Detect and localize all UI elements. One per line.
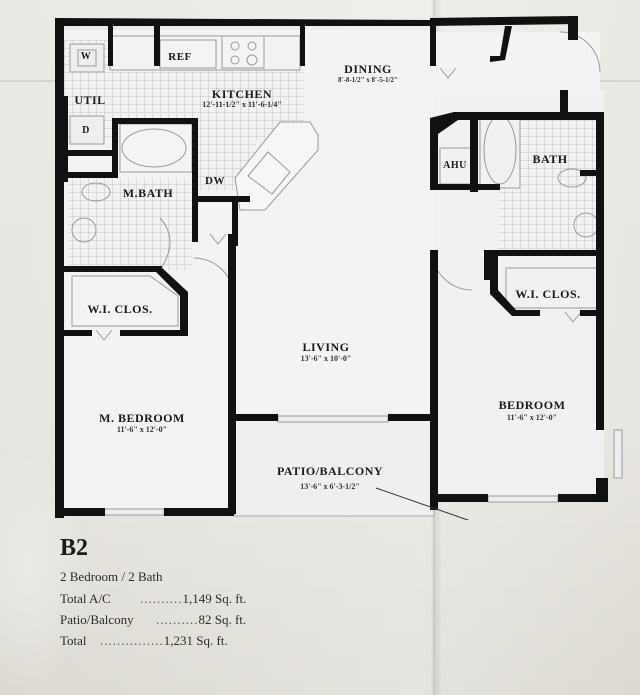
room-dim-patio: 13'-6" x 6'-3-1/2": [300, 482, 360, 491]
room-dim-dining: 8'-8-1/2" x 8'-5-1/2": [338, 76, 398, 84]
area-value: 1,149 Sq. ft.: [182, 591, 247, 606]
room-label-dining: DINING: [344, 62, 392, 76]
room-label-master-bath: M.BATH: [122, 186, 174, 200]
fixtures: [69, 31, 623, 516]
area-label: Total: [60, 633, 87, 648]
room-label-kitchen: KITCHEN: [211, 87, 273, 101]
floor-areas: [62, 30, 604, 517]
area-row-patio: Patio/Balcony .......... 82 Sq. ft.: [60, 609, 246, 630]
room-label-wic-master: W.I. CLOS.: [87, 302, 153, 316]
room-dim-living: 13'-6" x 10'-0": [300, 354, 352, 363]
room-dim-master-bedroom: 11'-6" x 12'-0": [116, 425, 168, 434]
room-label-ref: REF: [168, 51, 192, 63]
room-label-w: W: [80, 51, 92, 62]
walls: [55, 16, 608, 518]
floor-plan: [55, 16, 623, 520]
room-label-util: UTIL: [74, 93, 106, 107]
area-row-ac: Total A/C .......... 1,149 Sq. ft.: [60, 588, 246, 609]
room-label-patio: PATIO/BALCONY: [276, 464, 384, 478]
area-leader: ..........: [140, 591, 183, 606]
area-leader: ..........: [156, 612, 199, 627]
room-label-d: D: [82, 125, 90, 136]
unit-type: 2 Bedroom / 2 Bath: [60, 569, 163, 584]
area-label: Patio/Balcony: [60, 612, 134, 627]
area-leader: ...............: [100, 633, 164, 648]
room-label-bedroom: BEDROOM: [498, 398, 566, 412]
area-value: 1,231 Sq. ft.: [163, 633, 228, 648]
room-label-ahu: AHU: [443, 160, 467, 171]
unit-info: B2 2 Bedroom / 2 Bath Total A/C ........…: [60, 535, 246, 651]
room-label-living: LIVING: [302, 340, 350, 354]
area-label: Total A/C: [60, 591, 111, 606]
room-label-master-bedroom: M. BEDROOM: [99, 411, 185, 425]
room-dim-kitchen: 12'-11-1/2" x 11'-6-1/4": [202, 100, 282, 109]
area-row-total: Total ............... 1,231 Sq. ft.: [60, 630, 246, 651]
unit-name: B2: [60, 535, 89, 561]
room-label-bath: BATH: [532, 152, 568, 166]
area-value: 82 Sq. ft.: [198, 612, 247, 627]
room-label-dw: DW: [205, 175, 225, 187]
callout-line: [375, 487, 470, 520]
room-label-wic-bedroom: W.I. CLOS.: [515, 287, 581, 301]
room-dim-bedroom: 11'-6" x 12'-0": [506, 413, 558, 422]
